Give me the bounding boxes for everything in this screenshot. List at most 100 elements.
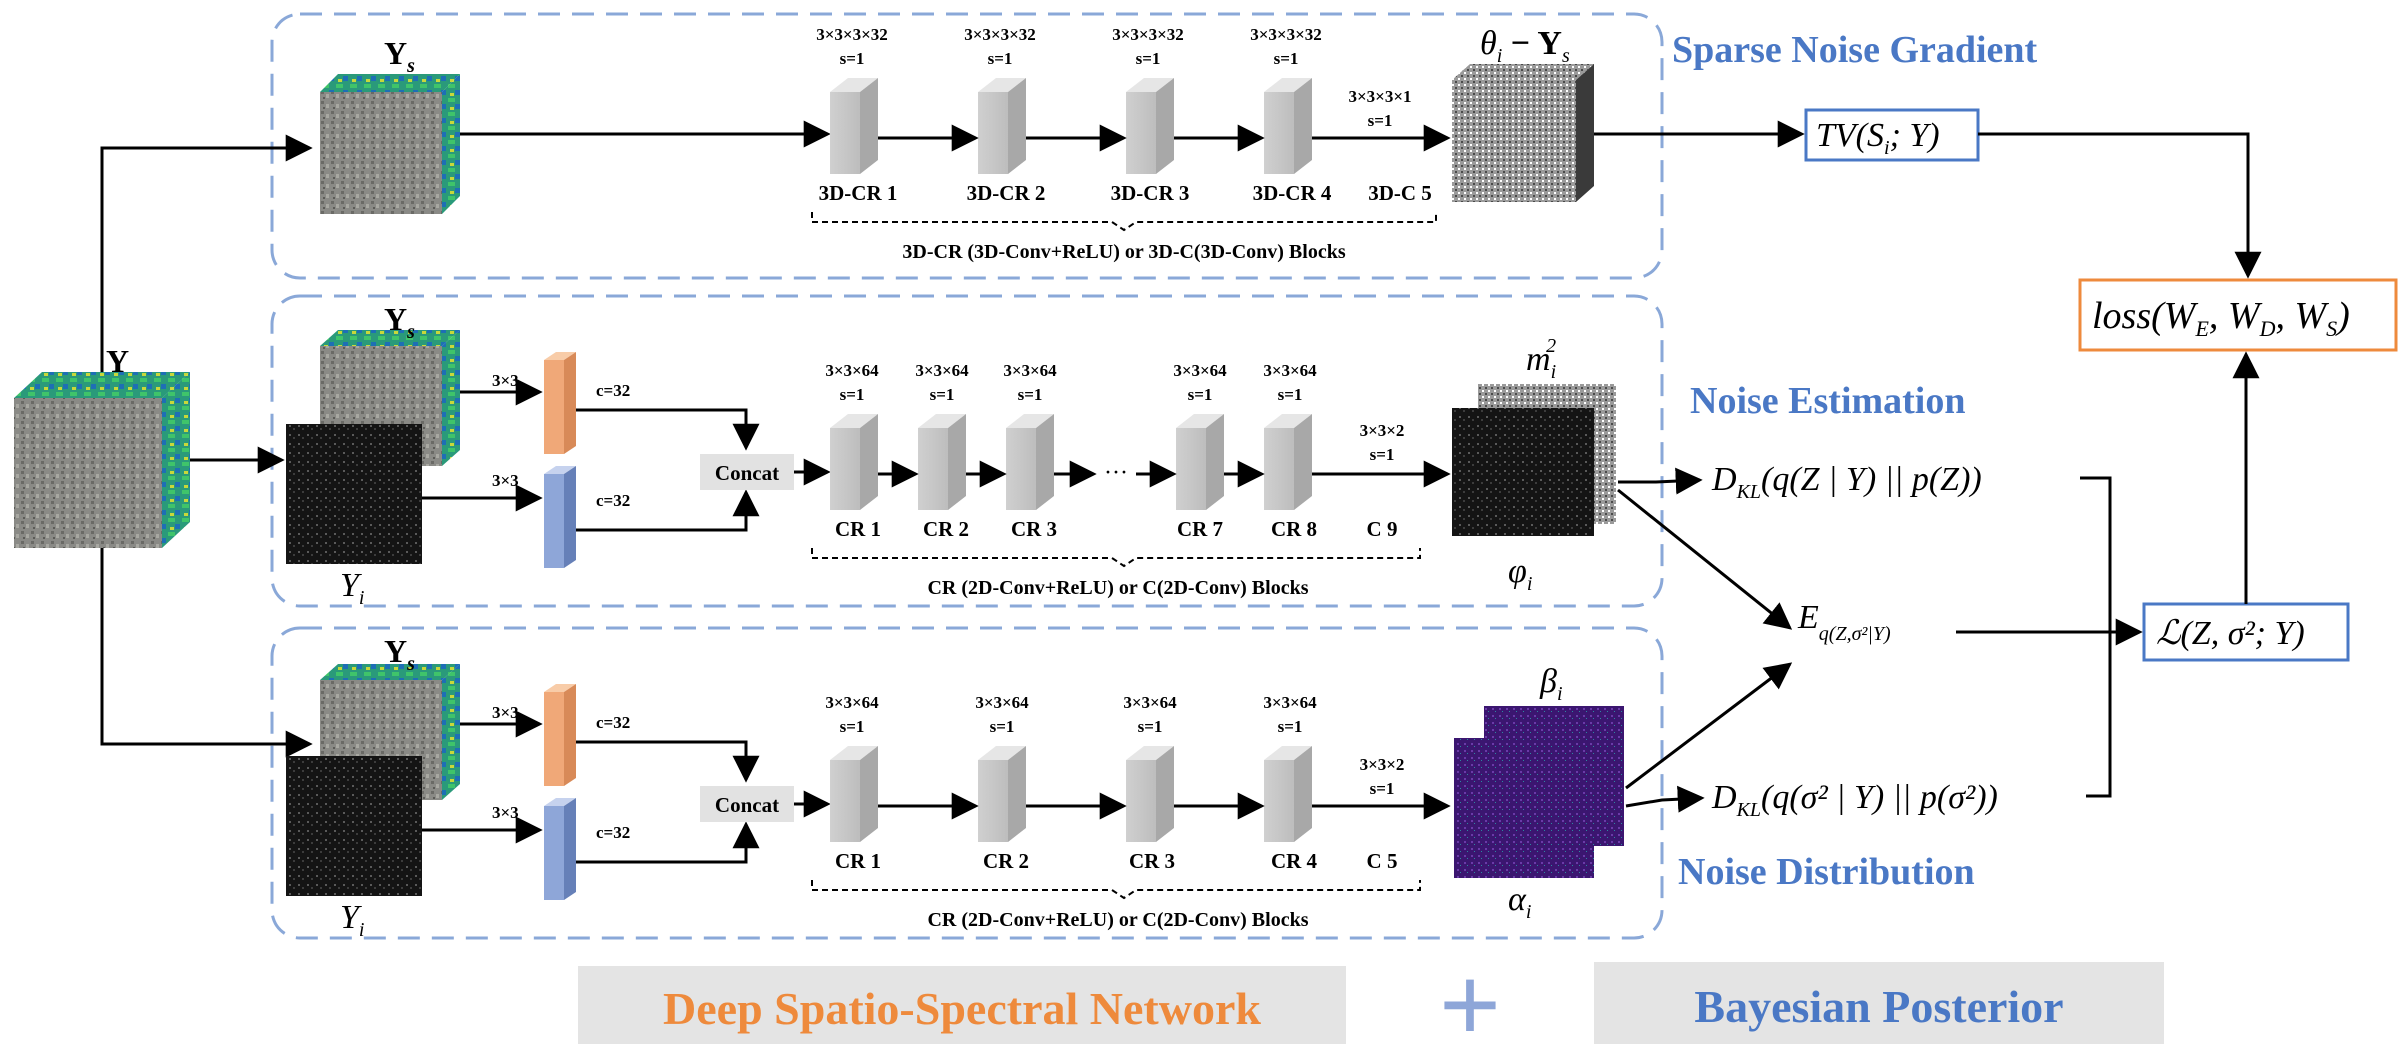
bot-kernel-4: 3×3×64 [1263,693,1317,712]
bot-block-cr-4 [1264,746,1312,842]
input-label-Y: Y [106,343,129,379]
bot-block-cr-2 [978,746,1026,842]
top-stride-2: s=1 [988,49,1013,68]
bot-conv-a [544,684,576,786]
top-block-3d-cr-3 [1126,78,1174,174]
top-kernel-4: 3×3×3×32 [1250,25,1322,44]
top-stride-4: s=1 [1274,49,1299,68]
mid-stride-1: s=1 [840,385,865,404]
kl2-to-elbo [2086,632,2112,798]
top-block-3d-cr-1 [830,78,878,174]
bot-final-stride: s=1 [1370,779,1395,798]
top-input-label: Ys [384,35,415,77]
mid-conv-b-channels: c=32 [596,491,630,510]
top-final-kernel: 3×3×3×1 [1348,87,1411,106]
bot-stride-1: s=1 [840,717,865,736]
mid-block-label-3: CR 3 [1011,517,1057,541]
mid-block-cr-2 [918,414,966,510]
banner-left-text: Deep Spatio-Spectral Network [663,983,1261,1034]
bot-conv-a-channels: c=32 [596,713,630,732]
arrow-Y-to-top [100,134,313,372]
section-title-sparse-noise-gradient: Sparse Noise Gradient [1672,29,2038,71]
top-block-3d-cr-4 [1264,78,1312,174]
bot-block-label-1: CR 1 [835,849,881,873]
mid-kernel-3: 3×3×64 [1003,361,1057,380]
bot-concat-box [700,786,794,822]
bot-stride-4: s=1 [1278,717,1303,736]
mid-conv-b [544,466,576,568]
mid-block-label-9: C 9 [1367,517,1398,541]
mid-caption: CR (2D-Conv+ReLU) or C(2D-Conv) Blocks [927,577,1308,599]
bot-block-label-2: CR 2 [983,849,1029,873]
mid-block-label-2: CR 2 [923,517,969,541]
bot-stride-2: s=1 [990,717,1015,736]
mid-arrow-conv-a-concat [576,408,760,451]
mid-ys-label: Ys [384,301,415,343]
bot-arrow-to-expect [1625,662,1793,790]
mid-block-label-1: CR 1 [835,517,881,541]
arrow-Y-to-bot [100,548,313,758]
section-title-noise-estimation: Noise Estimation [1690,380,1966,422]
mid-input-Yi [286,424,422,564]
mid-arrow-to-kl1 [1618,467,1703,495]
bot-conv-b-kernel: 3×3 [492,803,519,822]
mid-final-kernel: 3×3×2 [1360,421,1405,440]
input-cube-Y [14,372,190,548]
loss-box [2078,278,2398,352]
mid-concat-label: Concat [715,461,779,485]
top-block-label-5: 3D-C 5 [1368,181,1432,205]
top-kernel-1: 3×3×3×32 [816,25,888,44]
mid-block-cr-1 [830,414,878,510]
mid-arrow-conv-b-concat [576,489,760,532]
section-title-noise-distribution: Noise Distribution [1678,851,1975,893]
mid-stride-4: s=1 [1188,385,1213,404]
kl2-formula: DKL(q(σ² | Y) || p(σ²)) [1711,779,1998,821]
mid-block-cr-3 [1006,414,1054,510]
bot-final-kernel: 3×3×2 [1360,755,1405,774]
top-branch-frame [270,12,1664,280]
top-caption: 3D-CR (3D-Conv+ReLU) or 3D-C(3D-Conv) Bl… [902,241,1345,263]
mid-block-label-7: CR 7 [1177,517,1223,541]
mid-kernel-4: 3×3×64 [1173,361,1227,380]
bot-ys-label: Ys [384,633,415,675]
tv-box [1804,108,1980,162]
mid-block-label-8: CR 8 [1271,517,1317,541]
mid-kernel-1: 3×3×64 [825,361,879,380]
mid-conv-a-channels: c=32 [596,381,630,400]
mid-kernel-2: 3×3×64 [915,361,969,380]
mid-kernel-5: 3×3×64 [1263,361,1317,380]
bot-conv-a-kernel: 3×3 [492,703,519,722]
bot-output-alpha-label: αi [1508,881,1531,923]
bot-arrow-to-kl2 [1625,785,1705,813]
bot-block-cr-1 [830,746,878,842]
bot-output-beta-label: βi [1539,663,1563,705]
top-kernel-2: 3×3×3×32 [964,25,1036,44]
top-stride-3: s=1 [1136,49,1161,68]
bot-output-alpha [1454,738,1594,878]
bot-arrow-conv-a-concat [576,740,760,783]
top-final-stride: s=1 [1368,111,1393,130]
top-block-label-2: 3D-CR 2 [967,181,1046,205]
bot-block-cr-3 [1126,746,1174,842]
mid-output-m-label: mi2 [1526,335,1556,383]
bot-kernel-3: 3×3×64 [1123,693,1177,712]
top-block-label-1: 3D-CR 1 [819,181,898,205]
bot-block-label-4: CR 4 [1271,849,1318,873]
mid-yi-label: Yi [340,567,364,609]
arrow-tv-to-loss [1978,132,2262,279]
mid-brace [811,548,1421,568]
mid-final-stride: s=1 [1370,445,1395,464]
bot-branch-frame [270,626,1664,940]
top-stride-1: s=1 [840,49,865,68]
bot-yi-label: Yi [340,899,364,941]
mid-stride-3: s=1 [1018,385,1043,404]
bot-kernel-2: 3×3×64 [975,693,1029,712]
elbo-formula: ℒ(Z, σ²; Y) [2156,615,2305,652]
bot-block-label-5: C 5 [1367,849,1398,873]
bot-conv-b [544,798,576,900]
bot-conv-b-channels: c=32 [596,823,630,842]
top-block-3d-cr-2 [978,78,1026,174]
top-brace [811,212,1437,232]
mid-conv-a [544,352,576,454]
mid-concat-box [700,454,794,490]
